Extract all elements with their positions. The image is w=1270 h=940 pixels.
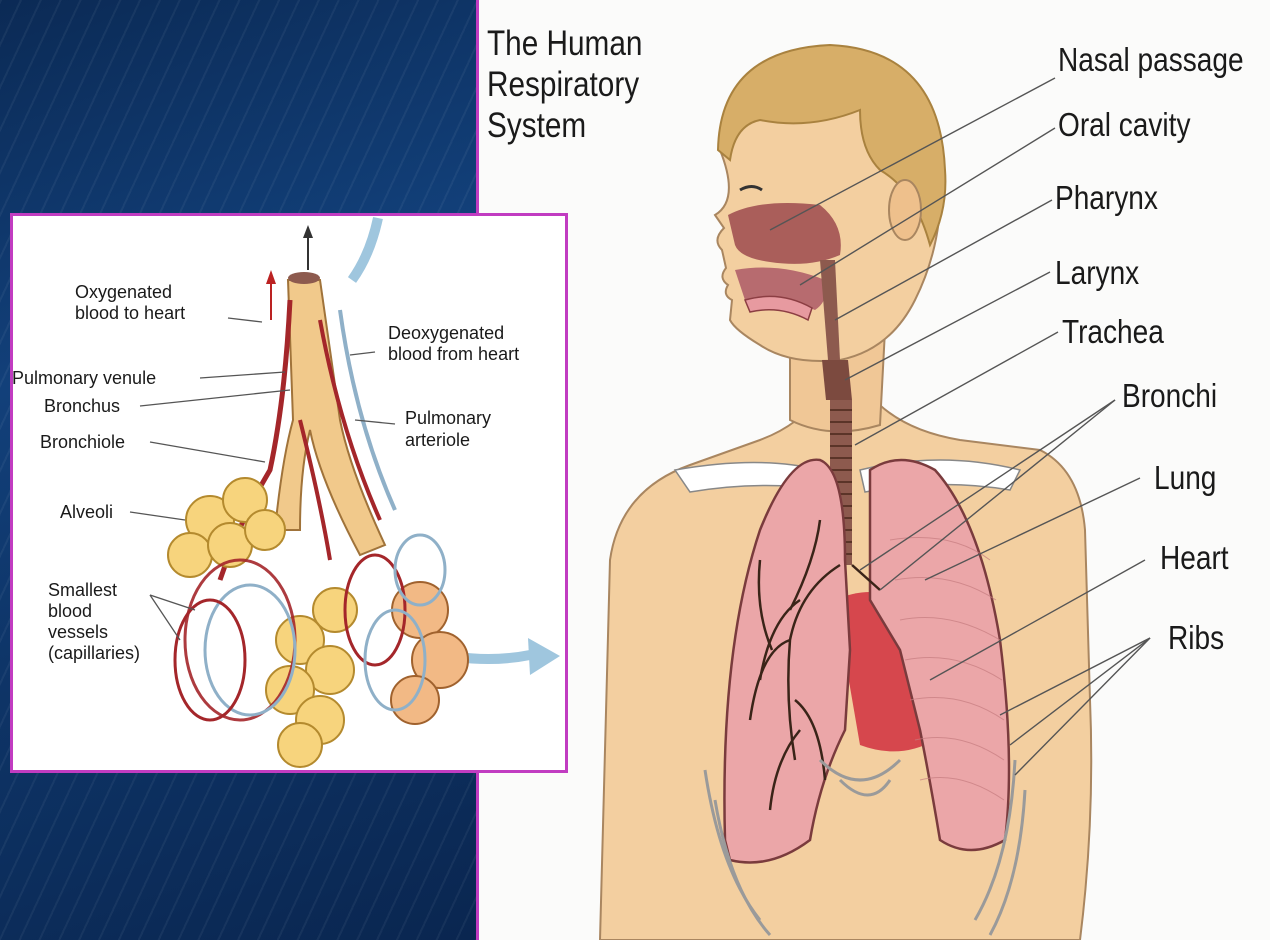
label-capillaries-4: (capillaries): [48, 643, 140, 664]
label-heart: Heart: [1160, 540, 1229, 576]
incoming-air-arrow: [352, 218, 378, 280]
label-alveoli: Alveoli: [60, 502, 113, 523]
label-pharynx: Pharynx: [1055, 180, 1158, 216]
label-ribs: Ribs: [1168, 620, 1224, 656]
title-line-1: The Human: [487, 25, 642, 63]
label-lung: Lung: [1154, 460, 1216, 496]
label-oral-cavity: Oral cavity: [1058, 107, 1190, 143]
title-line-3: System: [487, 107, 586, 145]
label-larynx: Larynx: [1055, 255, 1139, 291]
bronchus-tube: [275, 280, 385, 555]
label-nasal-passage: Nasal passage: [1058, 42, 1244, 78]
bronchus-top: [288, 272, 320, 284]
label-capillaries-3: vessels: [48, 622, 108, 643]
label-pulmonary-venule: Pulmonary venule: [12, 368, 156, 389]
alveoli-cluster-bottom: [266, 588, 357, 767]
label-pulmonary-arteriole-2: arteriole: [405, 430, 470, 451]
label-pulmonary-arteriole-1: Pulmonary: [405, 408, 491, 429]
label-trachea: Trachea: [1062, 314, 1164, 350]
label-bronchiole: Bronchiole: [40, 432, 125, 453]
label-deoxygenated-2: blood from heart: [388, 344, 519, 365]
label-oxygenated-2: blood to heart: [75, 303, 185, 324]
title-line-2: Respiratory: [487, 66, 639, 104]
label-capillaries-1: Smallest: [48, 580, 117, 601]
label-capillaries-2: blood: [48, 601, 92, 622]
label-bronchi: Bronchi: [1122, 378, 1217, 414]
label-bronchus: Bronchus: [44, 396, 120, 417]
label-oxygenated-1: Oxygenated: [75, 282, 172, 303]
label-deoxygenated-1: Deoxygenated: [388, 323, 504, 344]
